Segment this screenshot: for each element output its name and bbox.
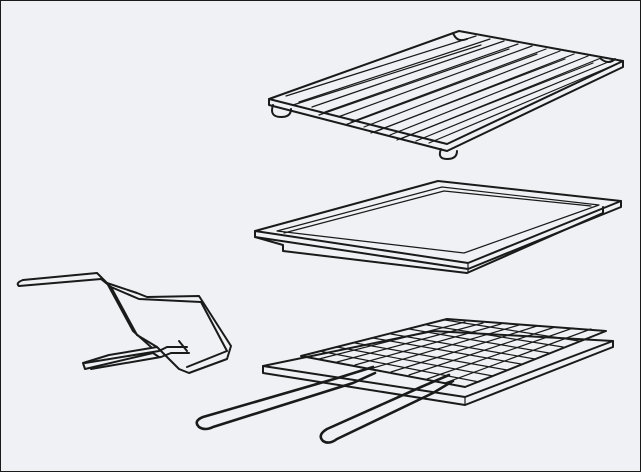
grill-grid	[318, 319, 592, 384]
grill-rack-icon	[195, 318, 614, 444]
wire-support-icon	[16, 272, 232, 374]
baking-tray-icon	[254, 180, 622, 274]
wire-shelf-icon	[268, 30, 624, 160]
shelf-slats	[285, 35, 620, 144]
